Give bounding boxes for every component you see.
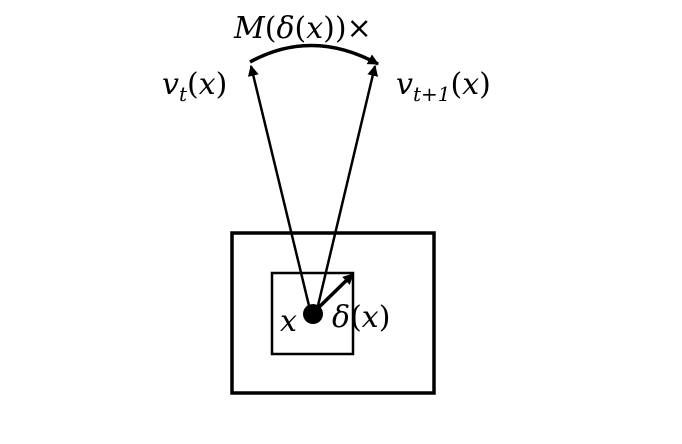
left-vector-arrow [247, 64, 313, 315]
outer-window-rect [230, 231, 436, 395]
offset-arrow [311, 272, 355, 315]
offset-label: δ(x) [332, 300, 390, 335]
right-vector-label: vt+1(x) [396, 67, 491, 106]
center-point-dot [303, 304, 323, 324]
point-label: x [280, 304, 297, 339]
operator-label: M(δ(x))× [233, 11, 372, 46]
left-vector-label: vt(x) [162, 67, 227, 106]
operator-arc-arrow [249, 43, 379, 66]
right-vector-arrow [314, 64, 379, 315]
inner-window-rect [270, 271, 355, 356]
